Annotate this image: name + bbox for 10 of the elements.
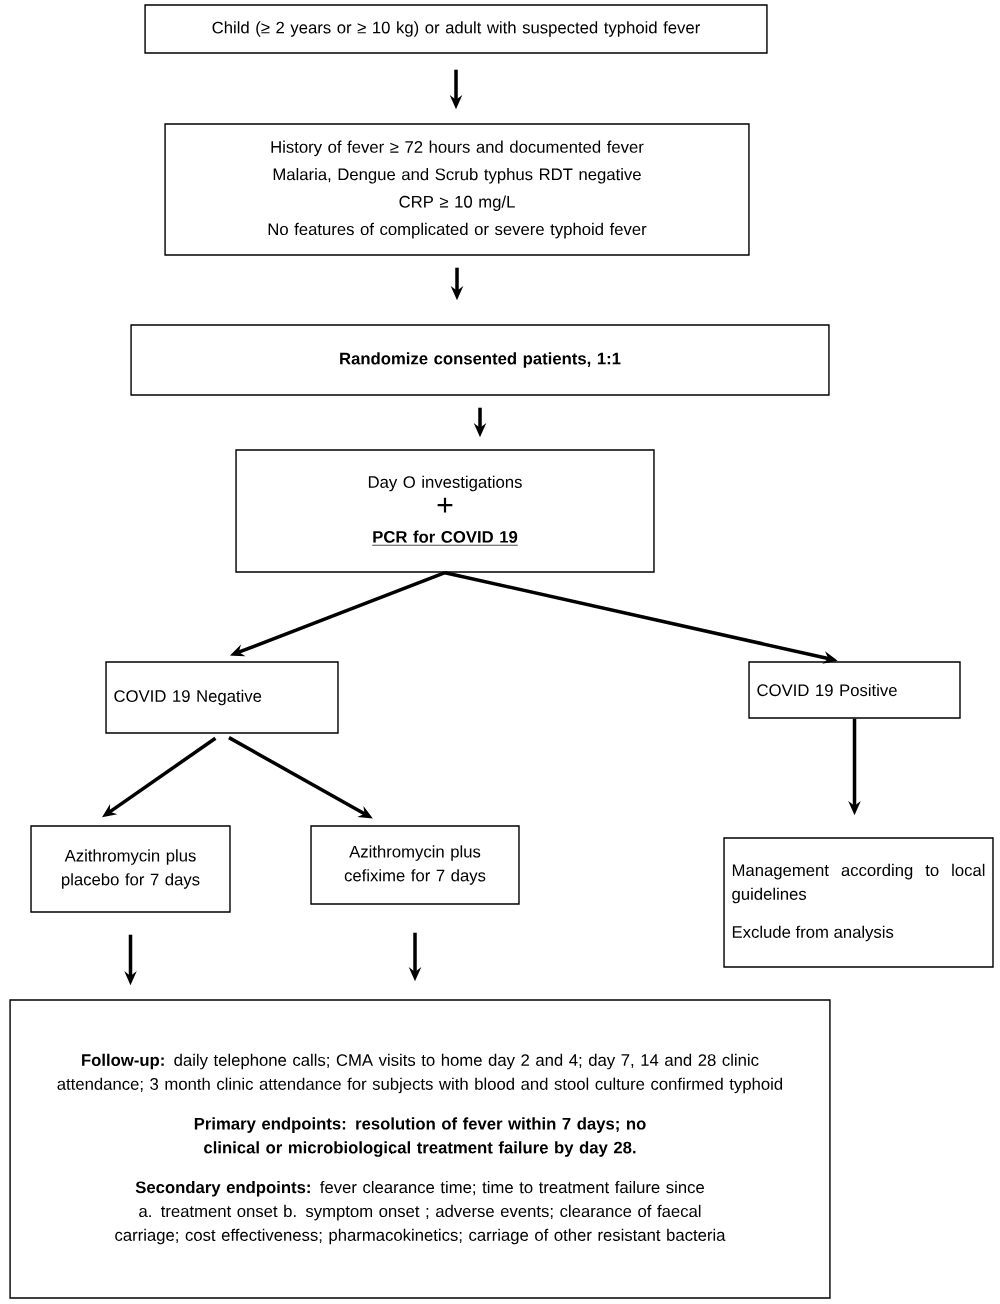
process-box: Follow-up: daily telephone calls; CMA visits to home day 2 and 4; day 7, 14 and 28 clinic attendance; 3 month clinic attendance for subjects with blood and stool culture confirmed typhoid Primary endpoints: resolution of fever within 7 days; no clinical or microbiological treatment failure by day 28. Secondary endpoints: fever clearance time; time to treatment failure since a. treatment onset b. symptom onset ; adverse events; clearance of faecal carriage; cost effectiveness; pharmacokinetics; carriage of other resistant bacteria (9, 999, 831, 1299)
process-box: History of fever ≥ 72 hours and documented fever Malaria, Dengue and Scrub typhus RDT negative CRP ≥ 10 mg/L No features of complicated or severe typhoid fever (164, 123, 750, 256)
process-box: COVID 19 Negative (105, 661, 339, 734)
process-box: COVID 19 Positive (748, 661, 961, 719)
process-box: Azithromycin plus placebo for 7 days (30, 825, 231, 913)
process-box: Child (≥ 2 years or ≥ 10 kg) or adult with suspected typhoid fever (144, 4, 768, 54)
process-box: Day O investigations + PCR for COVID 19 (235, 449, 655, 573)
process-box: Azithromycin plus cefixime for 7 days (310, 825, 520, 905)
process-box: Randomize consented patients, 1:1 (130, 324, 830, 396)
process-box: Management according to local guidelines Exclude from analysis (723, 837, 994, 968)
